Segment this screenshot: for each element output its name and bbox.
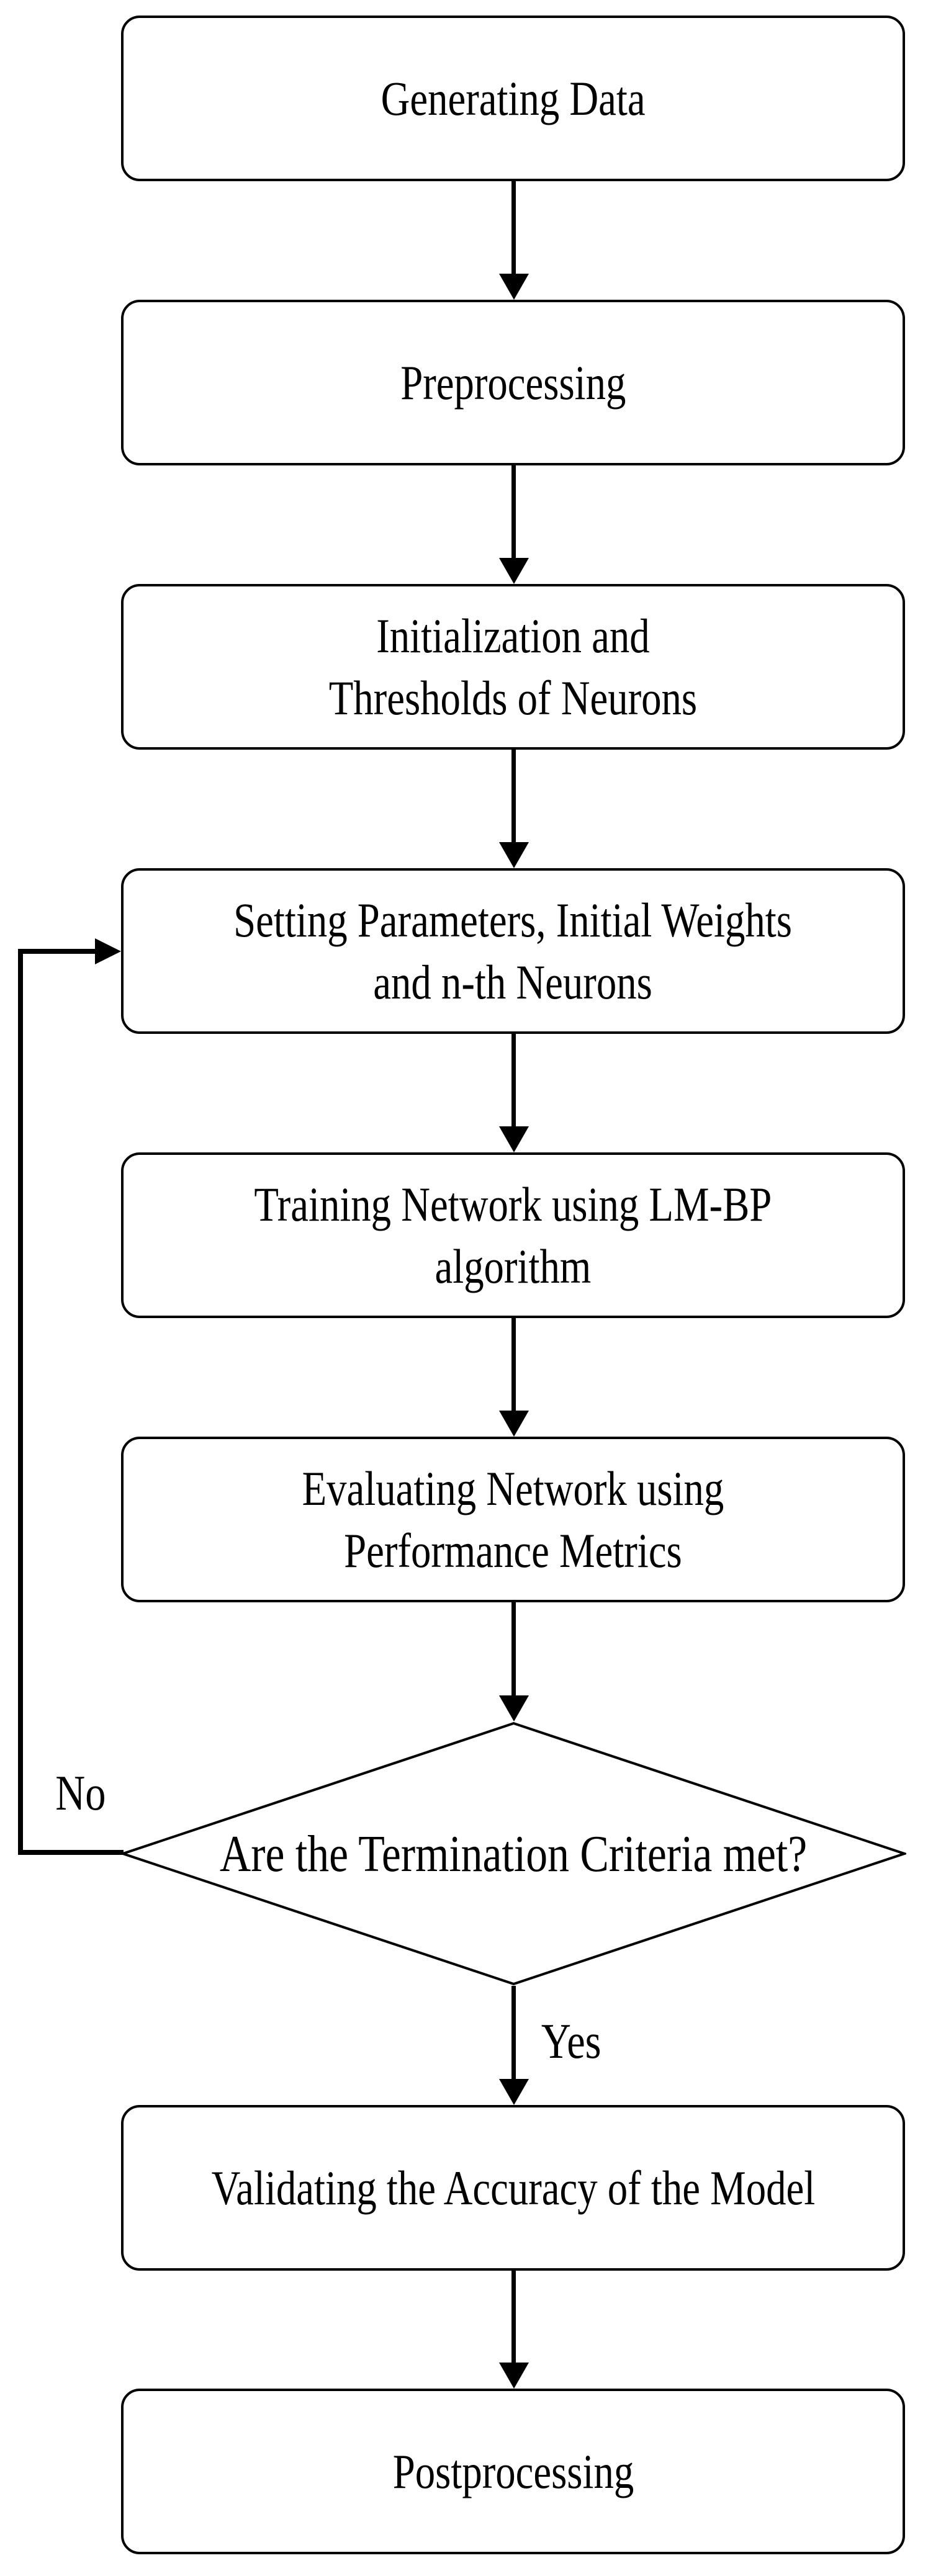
node-label: Training Network using LM-BP algorithm [255,1174,772,1296]
flow-arrow-generating-to-preprocessing [511,181,516,275]
node-label: Setting Parameters, Initial Weights and … [234,889,793,1012]
node-label: Initialization and Thresholds of Neurons [329,605,697,728]
no-label: No [55,1766,106,1821]
node-training-network: Training Network using LM-BP algorithm [121,1152,905,1318]
flow-arrow-decision-to-validating-yes-branch [511,1986,516,2080]
decision-diamond-shape [121,1721,906,1986]
arrowhead-down-icon [499,558,529,584]
flow-arrow-preprocessing-to-initialization [511,465,516,559]
node-label-line1: Setting Parameters, Initial Weights [233,893,793,948]
flow-arrow-evaluating-to-decision [511,1602,516,1697]
node-decision-termination-criteria: Are the Termination Criteria met? [121,1721,906,1986]
node-label-line1: Evaluating Network using [302,1461,724,1516]
flow-arrow-validating-to-postprocessing [511,2271,516,2364]
node-postprocessing: Postprocessing [121,2389,905,2554]
node-label-line2: Performance Metrics [344,1523,682,1577]
node-label: Postprocessing [392,2444,634,2498]
arrowhead-down-icon [499,842,529,868]
node-label-line2: algorithm [435,1239,592,1293]
arrowhead-down-icon [499,1126,529,1152]
node-label: Evaluating Network using Performance Met… [302,1458,724,1581]
node-label: Generating Data [381,71,646,125]
arrowhead-down-icon [499,1695,529,1721]
flow-arrow-training-to-evaluating [511,1318,516,1412]
node-label-line1: Training Network using LM-BP [254,1177,772,1232]
no-branch-line-vertical [18,949,23,1854]
node-label: Validating the Accuracy of the Model [211,2160,815,2215]
node-setting-parameters: Setting Parameters, Initial Weights and … [121,868,905,1034]
node-label-line2: and n-th Neurons [373,954,653,1009]
node-label-line2: Thresholds of Neurons [328,670,698,725]
arrowhead-right-icon [95,938,121,964]
flow-arrow-initialization-to-setting [511,750,516,843]
node-label: Preprocessing [400,355,626,410]
arrowhead-down-icon [499,1411,529,1437]
yes-label: Yes [541,2014,601,2069]
flow-arrow-setting-to-training [511,1034,516,1128]
arrowhead-down-icon [499,274,529,300]
no-branch-line-bottom [18,1850,124,1855]
arrowhead-down-icon [499,2079,529,2105]
node-initialization-thresholds: Initialization and Thresholds of Neurons [121,584,905,750]
node-validating-accuracy: Validating the Accuracy of the Model [121,2105,905,2271]
node-evaluating-network: Evaluating Network using Performance Met… [121,1437,905,1602]
node-preprocessing: Preprocessing [121,300,905,465]
no-branch-line-top [18,949,97,954]
node-label-line1: Initialization and [376,609,650,663]
decision-label-wrap: Are the Termination Criteria met? [121,1721,906,1986]
decision-label: Are the Termination Criteria met? [220,1824,808,1883]
arrowhead-down-icon [499,2363,529,2389]
node-generating-data: Generating Data [121,16,905,181]
